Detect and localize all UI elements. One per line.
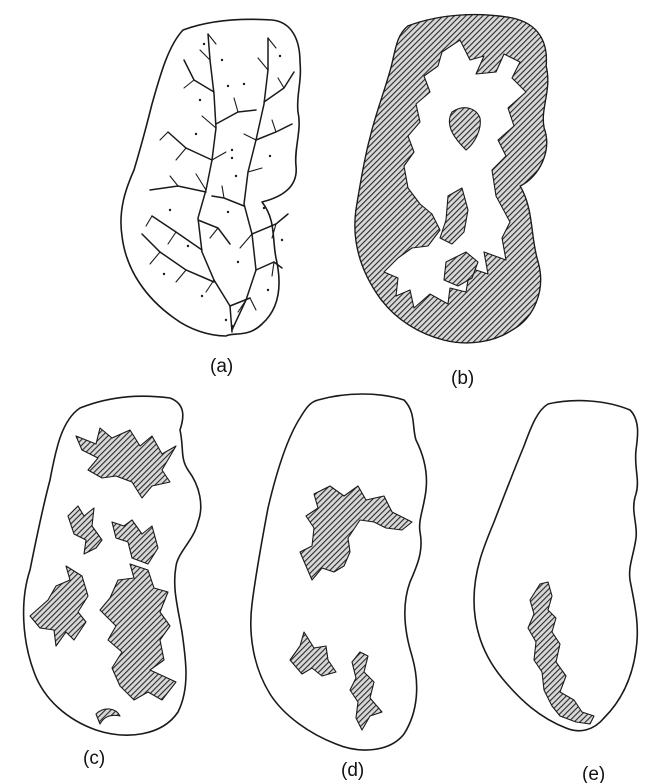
panel-d: (d) — [251, 394, 427, 781]
panel-label-e: (e) — [582, 764, 605, 783]
panel-label-a: (a) — [210, 356, 233, 377]
watershed-outline-d — [251, 394, 427, 750]
panel-label-c: (c) — [83, 748, 105, 769]
panel-e: (e) — [474, 401, 638, 783]
panel-label-b: (b) — [451, 368, 474, 389]
panel-a: (a) — [121, 19, 300, 377]
panel-label-d: (d) — [341, 760, 364, 781]
panel-c: (c) — [24, 396, 201, 769]
panel-b: (b) — [355, 15, 548, 389]
